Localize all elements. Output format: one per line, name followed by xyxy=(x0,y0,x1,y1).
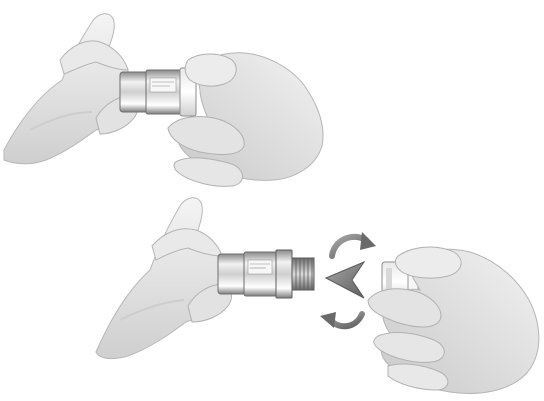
sensor-device-icon xyxy=(120,68,196,116)
panel-bottom xyxy=(96,198,539,394)
right-hand-icon xyxy=(168,53,323,187)
sensor-device-icon xyxy=(218,250,314,298)
left-hand-icon xyxy=(4,14,137,164)
direction-arrow-icon xyxy=(326,262,364,298)
panel-top xyxy=(4,14,323,187)
left-hand-icon xyxy=(96,198,231,359)
